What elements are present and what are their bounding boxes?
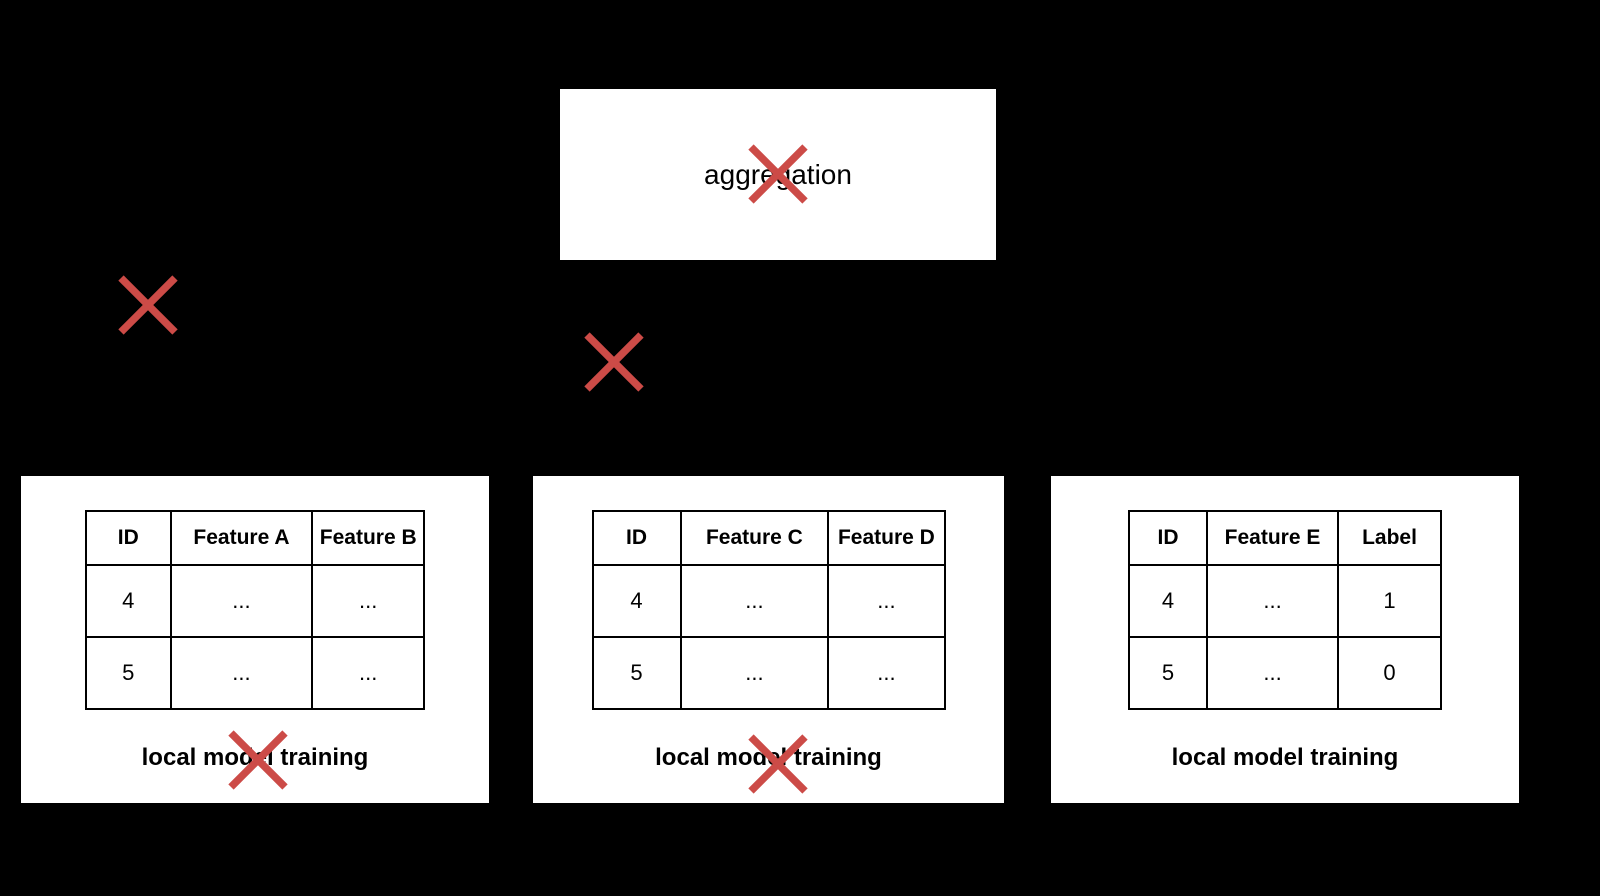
table-cell: 0 xyxy=(1337,636,1442,710)
table-header-cell: Feature D xyxy=(827,510,946,566)
table-cell: 4 xyxy=(1128,564,1208,638)
table-cell: ... xyxy=(679,564,830,638)
cross-out-icon-middle-connector xyxy=(584,332,644,392)
table-cell: ... xyxy=(311,564,425,638)
party-left-table: ID Feature A Feature B 4 ... ... 5 ... .… xyxy=(85,510,425,710)
table-header-cell: ID xyxy=(591,510,682,566)
table-cell: 4 xyxy=(85,564,172,638)
party-right-table: ID Feature E Label 4 ... 1 5 ... 0 xyxy=(1128,510,1442,710)
table-header-cell: ID xyxy=(1128,510,1208,566)
table-cell: 5 xyxy=(1128,636,1208,710)
panel-caption-wrap: local model training xyxy=(533,738,1004,781)
table-header-cell: Feature E xyxy=(1205,510,1340,566)
party-middle-table: ID Feature C Feature D 4 ... ... 5 ... .… xyxy=(591,510,946,710)
panel-caption-wrap: local model training xyxy=(21,738,489,781)
panel-caption-wrap: local model training xyxy=(1051,738,1519,781)
table-header-cell: Feature C xyxy=(679,510,830,566)
table-header-cell: Feature A xyxy=(169,510,314,566)
table-row: 4 ... 1 xyxy=(1128,564,1442,638)
table-cell: 4 xyxy=(591,564,682,638)
party-panel-left: ID Feature A Feature B 4 ... ... 5 ... .… xyxy=(21,476,489,803)
table-row: 5 ... 0 xyxy=(1128,636,1442,710)
table-cell: ... xyxy=(311,636,425,710)
aggregation-box: aggregation xyxy=(560,89,996,260)
table-row: 5 ... ... xyxy=(591,636,946,710)
party-panel-middle: ID Feature C Feature D 4 ... ... 5 ... .… xyxy=(533,476,1004,803)
table-cell: 5 xyxy=(85,636,172,710)
panel-caption: local model training xyxy=(1171,744,1399,771)
panel-caption: local model training xyxy=(141,744,369,771)
party-panel-right: ID Feature E Label 4 ... 1 5 ... 0 loc xyxy=(1051,476,1519,803)
table-header-cell: Feature B xyxy=(311,510,425,566)
table-row: 4 ... ... xyxy=(591,564,946,638)
cross-out-icon-left-connector xyxy=(118,275,178,335)
table-row: 4 ... ... xyxy=(85,564,425,638)
table-header-row: ID Feature A Feature B xyxy=(85,510,425,566)
table-row: 5 ... ... xyxy=(85,636,425,710)
panel-caption: local model training xyxy=(655,744,882,771)
table-header-cell: Label xyxy=(1337,510,1442,566)
table-cell: 1 xyxy=(1337,564,1442,638)
table-cell: ... xyxy=(169,564,314,638)
table-header-cell: ID xyxy=(85,510,172,566)
aggregation-label: aggregation xyxy=(704,158,852,190)
table-cell: ... xyxy=(1205,636,1340,710)
table-cell: ... xyxy=(169,636,314,710)
table-cell: ... xyxy=(1205,564,1340,638)
table-cell: 5 xyxy=(591,636,682,710)
table-header-row: ID Feature E Label xyxy=(1128,510,1442,566)
table-cell: ... xyxy=(827,636,946,710)
table-cell: ... xyxy=(679,636,830,710)
table-header-row: ID Feature C Feature D xyxy=(591,510,946,566)
table-cell: ... xyxy=(827,564,946,638)
